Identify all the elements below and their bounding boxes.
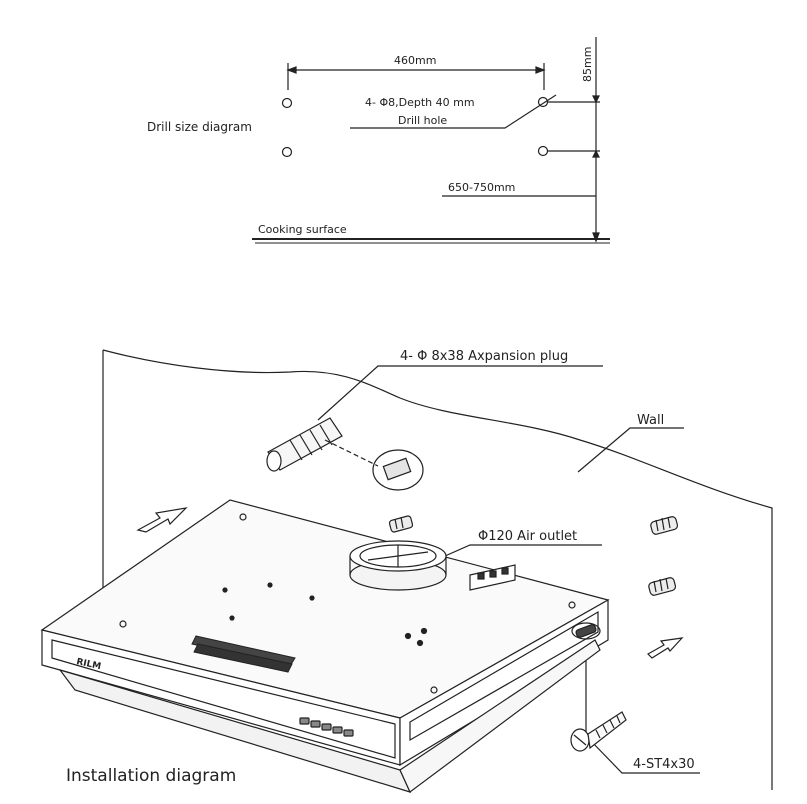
side-screw-slot [571, 622, 601, 640]
air-outlet-collar [349, 515, 447, 591]
expansion-plug-icon [266, 417, 424, 491]
hole-name-label: Drill hole [398, 114, 447, 127]
outlet-screw-icon [388, 515, 414, 533]
wall-outline [102, 349, 773, 790]
drill-size-diagram [252, 37, 610, 244]
installation-diagram-title: Installation diagram [66, 766, 236, 786]
drill-hole-leader [350, 94, 557, 129]
screw-label: 4-ST4x30 [633, 757, 695, 772]
plug-leader [317, 365, 603, 421]
drill-hole-bottom-left [281, 146, 293, 158]
st4x30-screw-icon [570, 711, 627, 752]
vertical-dimension-label: 85mm [581, 47, 594, 82]
installation-diagram: RILM [40, 349, 773, 793]
plug-label: 4- Φ 8x38 Axpansion plug [400, 349, 568, 364]
drill-hole-top-right [537, 96, 549, 108]
arrow-left-icon [136, 507, 188, 533]
wall-screw-lower-icon [648, 577, 677, 596]
air-outlet-label: Φ120 Air outlet [478, 529, 577, 544]
vent-grille [191, 635, 296, 673]
outlet-leader [435, 544, 602, 561]
drill-hole-bottom-right [537, 145, 549, 157]
cooking-surface-label: Cooking surface [258, 223, 347, 236]
drill-hole-top-left [281, 97, 293, 109]
width-dimension-label: 460mm [394, 54, 436, 67]
wall-label: Wall [637, 413, 664, 428]
screw-leader [589, 739, 700, 774]
wall-leader [577, 427, 684, 473]
control-buttons [299, 717, 354, 737]
wall-screw-upper-icon [650, 516, 679, 535]
height-range-label: 650-750mm [448, 181, 515, 194]
hole-spec-label: 4- Φ8,Depth 40 mm [365, 96, 475, 109]
range-hood-body: RILM [40, 499, 610, 793]
drill-diagram-title: Drill size diagram [147, 120, 252, 134]
arrow-right-icon [647, 637, 684, 659]
